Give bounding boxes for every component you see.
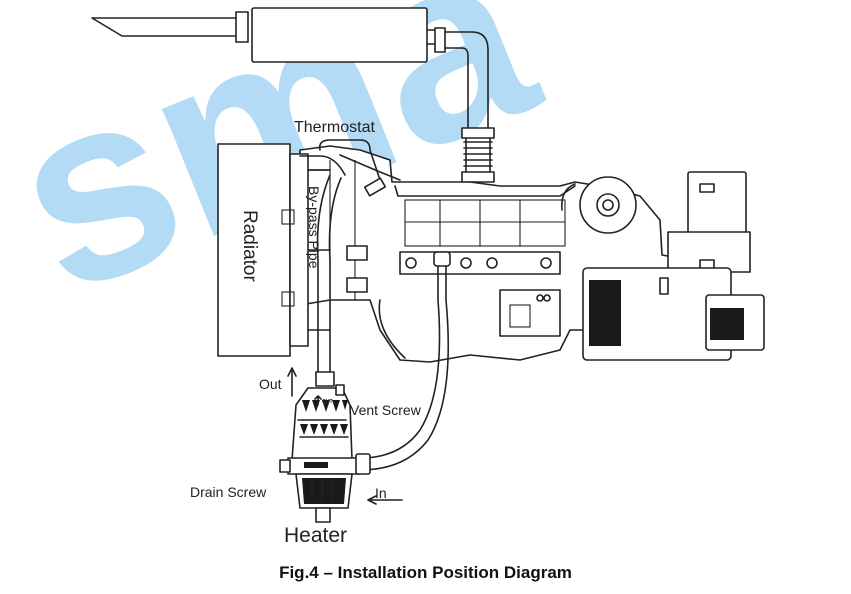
heater-out-mark: OUT [322,399,333,405]
bypass-pipe-label: By-pass Pipe [306,186,322,269]
heater-inlet-hose [359,251,451,471]
heater-fins [300,400,348,435]
out-arrow [287,367,297,397]
heater-outlet-hose [316,174,342,376]
vent-screw-label: Vent Screw [350,402,422,418]
generator [582,171,765,361]
radiator [217,143,331,357]
heater-label: Heater [284,524,347,547]
exhaust-bellow [463,137,493,173]
thermostat-label: Thermostat [294,119,375,136]
drain-screw-label: Drain Screw [190,484,267,500]
exhaust-pipe [91,7,495,183]
figure-caption: Fig.4 – Installation Position Diagram [279,563,572,582]
bypass-pipe [299,139,401,197]
in-label: In [375,485,387,501]
vent-screw [335,384,345,396]
in-arrow [367,495,403,505]
out-label: Out [259,376,282,392]
drain-screw [279,459,291,473]
heater-unit: OUT [279,371,371,523]
radiator-label: Radiator [239,210,260,282]
